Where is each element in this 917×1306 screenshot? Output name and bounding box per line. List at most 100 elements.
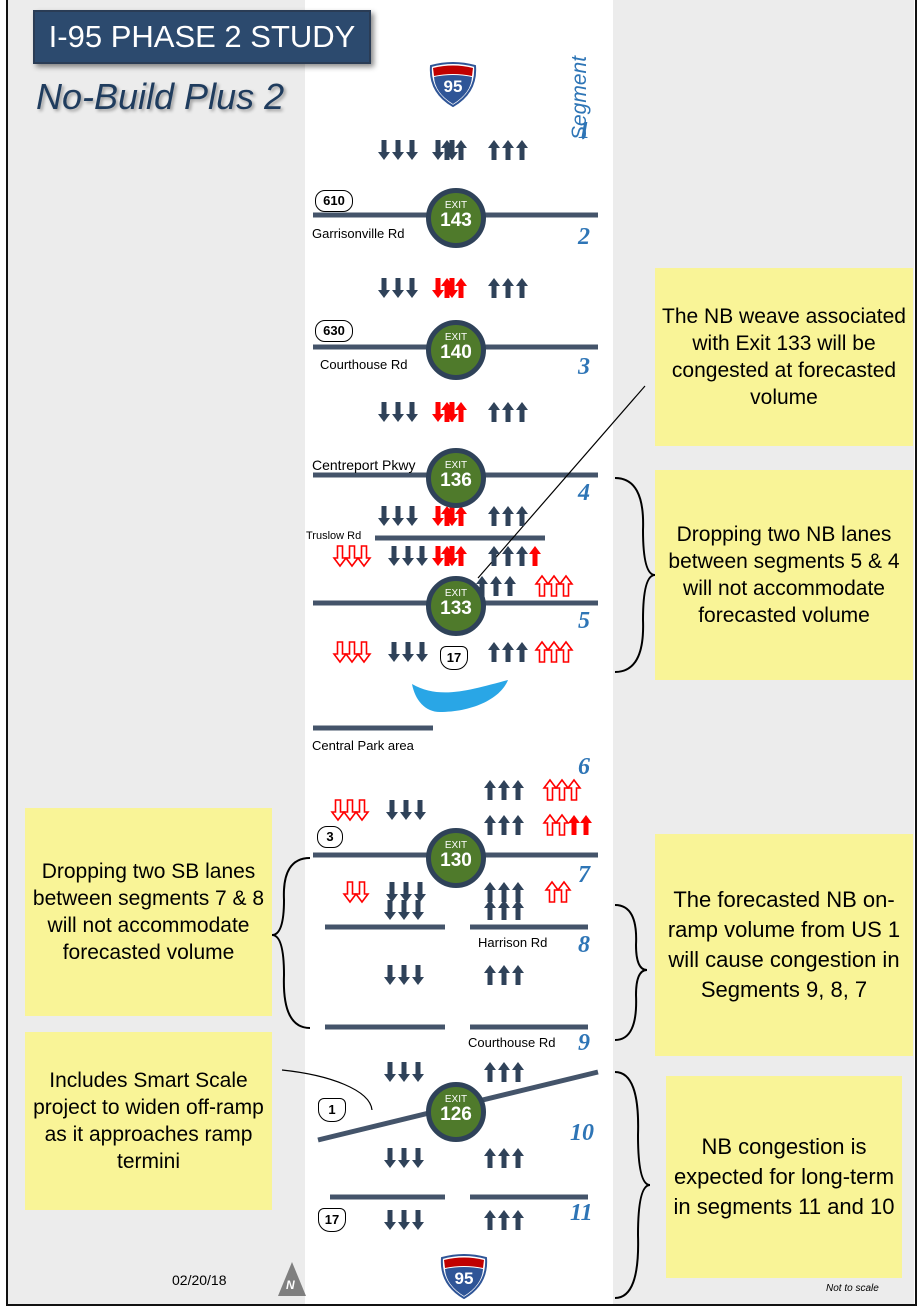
northbound-lane-arrow bbox=[488, 278, 500, 298]
southbound-lane-arrow bbox=[412, 1210, 424, 1230]
southbound-lane-arrow bbox=[386, 800, 398, 820]
northbound-lane-arrow bbox=[516, 546, 528, 566]
southbound-lane-arrow bbox=[402, 642, 414, 662]
route-610-marker: 610 bbox=[315, 190, 353, 212]
northbound-lane-arrow bbox=[498, 1210, 510, 1230]
north-label: N bbox=[286, 1278, 295, 1292]
southbound-lane-arrow bbox=[400, 800, 412, 820]
southbound-lane-arrow bbox=[412, 1148, 424, 1168]
southbound-lane-arrow bbox=[406, 402, 418, 422]
southbound-lane-arrow bbox=[398, 965, 410, 985]
southbound-lane-arrow bbox=[398, 1062, 410, 1082]
southbound-lane-arrow bbox=[354, 799, 370, 822]
northbound-lane-arrow bbox=[484, 1210, 496, 1230]
smart-scale-callout: Includes Smart Scale project to widen of… bbox=[25, 1032, 272, 1210]
brace-seg10-11 bbox=[614, 1071, 651, 1299]
northbound-lane-arrow bbox=[512, 815, 524, 835]
northbound-lane-arrow bbox=[554, 813, 570, 836]
southbound-lane-arrow bbox=[332, 641, 348, 664]
central-park-label: Central Park area bbox=[312, 738, 414, 753]
nb-weave-callout: The NB weave associated with Exit 133 wi… bbox=[655, 268, 913, 446]
interstate-95-shield-bottom: 95 bbox=[438, 1254, 490, 1300]
southbound-lane-arrow bbox=[446, 278, 458, 298]
southbound-lane-arrow bbox=[344, 545, 360, 568]
segment-number-9: 9 bbox=[578, 1030, 590, 1056]
northbound-lane-arrow bbox=[484, 1062, 496, 1082]
us-1-shield: 1 bbox=[318, 1098, 346, 1122]
southbound-lane-arrow bbox=[446, 140, 458, 160]
northbound-lane-arrow bbox=[554, 778, 570, 801]
northbound-lane-arrow bbox=[512, 1210, 524, 1230]
southbound-lane-arrow bbox=[342, 881, 358, 904]
northbound-lane-arrow bbox=[534, 574, 550, 597]
southbound-lane-arrow bbox=[416, 642, 428, 662]
northbound-lane-arrow bbox=[498, 780, 510, 800]
northbound-lane-arrow bbox=[484, 1148, 496, 1168]
harrison-road-label: Harrison Rd bbox=[478, 935, 548, 950]
northbound-lane-arrow bbox=[484, 900, 496, 920]
northbound-lane-arrow bbox=[488, 506, 500, 526]
southbound-lane-arrow bbox=[384, 965, 396, 985]
northbound-lane-arrow bbox=[498, 815, 510, 835]
river bbox=[412, 680, 508, 712]
northbound-lane-arrow bbox=[455, 546, 467, 566]
shield-number: 95 bbox=[454, 1269, 474, 1288]
northbound-lane-arrow bbox=[498, 1062, 510, 1082]
southbound-lane-arrow bbox=[356, 545, 372, 568]
northbound-lane-arrow bbox=[498, 882, 510, 902]
southbound-lane-arrow bbox=[432, 546, 444, 566]
southbound-lane-arrow bbox=[392, 506, 404, 526]
northbound-lane-arrow bbox=[502, 278, 514, 298]
study-title: I-95 PHASE 2 STUDY bbox=[33, 10, 371, 64]
southbound-lane-arrow bbox=[400, 882, 412, 902]
southbound-lane-arrow bbox=[414, 800, 426, 820]
brace-seg7-8 bbox=[271, 857, 311, 1029]
northbound-lane-arrow bbox=[484, 882, 496, 902]
southbound-lane-arrow bbox=[384, 900, 396, 920]
on-ramp-volume-callout: The forecasted NB on-ramp volume from US… bbox=[655, 834, 913, 1056]
segment-heading: Segment bbox=[568, 55, 591, 140]
southbound-lane-arrow bbox=[416, 546, 428, 566]
southbound-lane-arrow bbox=[412, 965, 424, 985]
centreport-road-label: Centreport Pkwy bbox=[312, 457, 416, 473]
southbound-lane-arrow bbox=[378, 402, 390, 422]
southbound-lane-arrow bbox=[330, 799, 346, 822]
southbound-lane-arrow bbox=[398, 1148, 410, 1168]
northbound-lane-arrow bbox=[546, 640, 562, 663]
courthouse-road-label: Courthouse Rd bbox=[320, 357, 408, 372]
brace-seg7-9 bbox=[614, 904, 648, 1041]
shield-number: 95 bbox=[443, 77, 463, 96]
southbound-lane-arrow bbox=[378, 278, 390, 298]
northbound-lane-arrow bbox=[476, 576, 488, 596]
northbound-lane-arrow bbox=[516, 642, 528, 662]
southbound-lane-arrow bbox=[354, 881, 370, 904]
nb-long-term-callout: NB congestion is expected for long-term … bbox=[666, 1076, 902, 1278]
northbound-lane-arrow bbox=[516, 402, 528, 422]
north-arrow-icon bbox=[278, 1262, 306, 1296]
southbound-lane-arrow bbox=[432, 402, 444, 422]
segment-number-11: 11 bbox=[570, 1200, 593, 1226]
northbound-lane-arrow bbox=[542, 813, 558, 836]
lane-arrows bbox=[330, 140, 592, 1230]
northbound-lane-arrow bbox=[498, 900, 510, 920]
route-3-marker: 3 bbox=[317, 826, 343, 848]
northbound-lane-arrow bbox=[516, 278, 528, 298]
segment-number-2: 2 bbox=[578, 224, 590, 250]
northbound-lane-arrow bbox=[512, 900, 524, 920]
weave-leader-line bbox=[477, 385, 646, 579]
northbound-lane-arrow bbox=[502, 506, 514, 526]
northbound-lane-arrow bbox=[490, 576, 502, 596]
northbound-lane-arrow bbox=[556, 880, 572, 903]
northbound-lane-arrow bbox=[455, 506, 467, 526]
northbound-lane-arrow bbox=[516, 140, 528, 160]
northbound-lane-arrow bbox=[455, 402, 467, 422]
southbound-lane-arrow bbox=[406, 140, 418, 160]
northbound-lane-arrow bbox=[488, 642, 500, 662]
southbound-lane-arrow bbox=[432, 278, 444, 298]
northbound-lane-arrow bbox=[546, 574, 562, 597]
southbound-lane-arrow bbox=[386, 882, 398, 902]
northbound-lane-arrow bbox=[512, 882, 524, 902]
northbound-lane-arrow bbox=[488, 140, 500, 160]
